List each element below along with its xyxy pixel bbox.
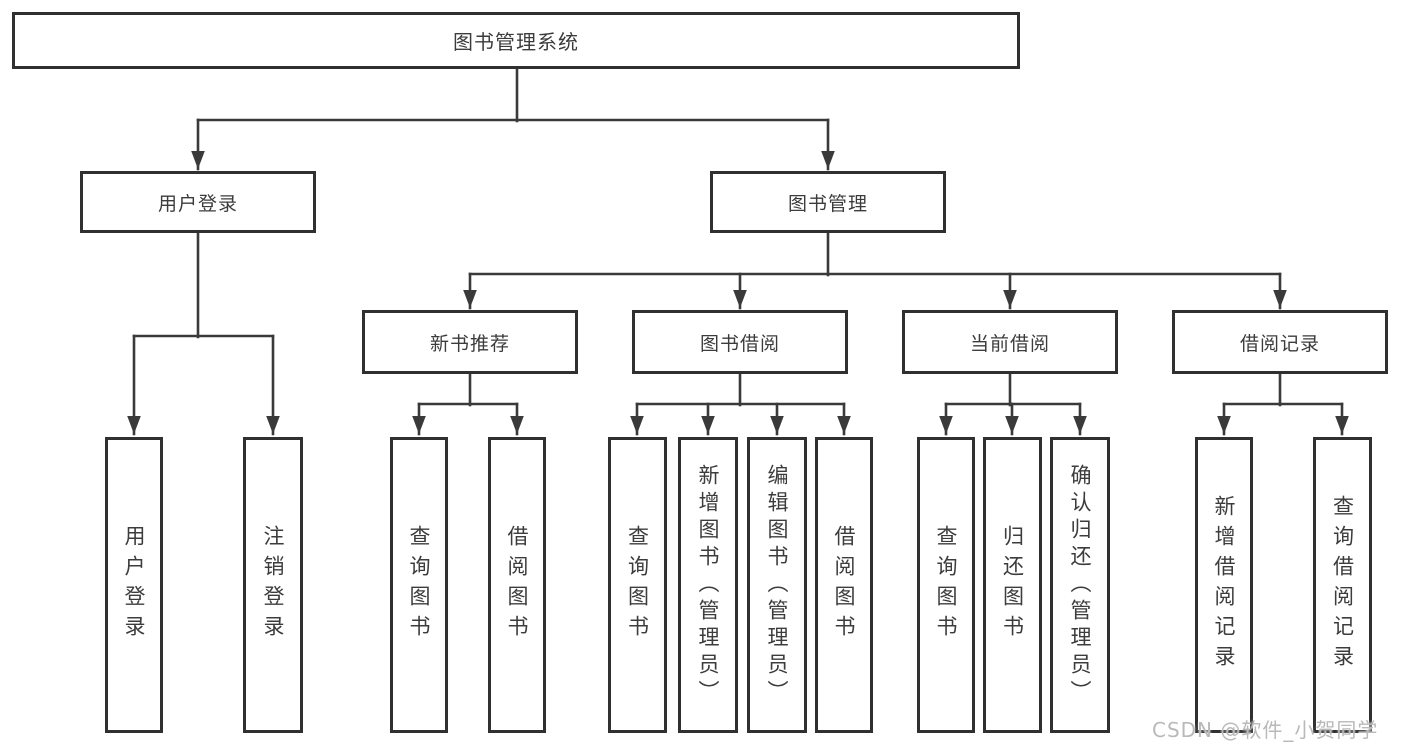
leaf-bb-borrow-books: 借阅图书 [815,437,873,733]
leaf-br-add-borrow-record: 新增借阅记录 [1195,437,1253,733]
node-user-login: 用户登录 [80,171,316,233]
node-new-book-recommend: 新书推荐 [362,310,578,374]
leaf-br-query-borrow-record: 查询借阅记录 [1313,437,1372,733]
leaf-nbr-query-books: 查询图书 [390,437,448,733]
leaf-cb-query-books: 查询图书 [917,437,975,733]
node-library-management-system: 图书管理系统 [12,12,1020,69]
leaf-nbr-borrow-books: 借阅图书 [488,437,546,733]
leaf-user-login: 用户登录 [105,437,163,733]
leaf-bb-query-books: 查询图书 [608,437,667,733]
node-book-borrow: 图书借阅 [632,310,848,374]
connector-new-book-recommend [412,372,524,436]
leaf-bb-add-books-admin: 新增图书（管理员） [678,437,738,733]
leaf-cb-return-books: 归还图书 [983,437,1042,733]
leaf-cb-confirm-return-admin: 确认归还（管理员） [1050,437,1110,733]
csdn-watermark: CSDN @软件_小贺同学 [1152,718,1379,742]
connector-root [191,66,835,171]
connector-user-login [127,231,280,436]
leaf-logout: 注销登录 [243,437,303,733]
connector-current-borrow [939,372,1087,436]
node-borrow-records: 借阅记录 [1172,310,1388,374]
connector-book-borrow [630,372,851,436]
node-book-management: 图书管理 [710,171,946,233]
connector-borrow-records [1217,372,1349,436]
leaf-bb-edit-books-admin: 编辑图书（管理员） [747,437,807,733]
node-current-borrow: 当前借阅 [902,310,1118,374]
connector-book-management [463,231,1287,310]
